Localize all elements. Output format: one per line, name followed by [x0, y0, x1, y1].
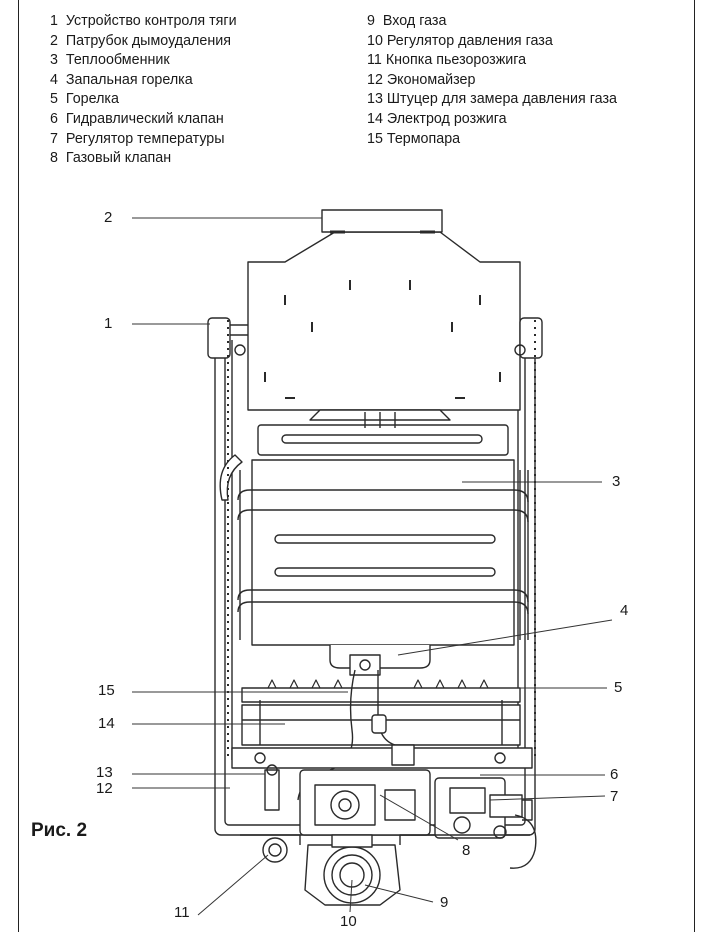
callout-14: 14	[98, 715, 115, 732]
draught-sensor	[207, 317, 543, 359]
legend-left: 1 Устройство контроля тяги 2 Патрубок ды…	[50, 12, 237, 169]
legend-item: 10 Регулятор давления газа	[367, 32, 553, 49]
leader-line-7	[489, 795, 606, 801]
bottom-frame	[240, 834, 530, 845]
gas-inlet	[304, 834, 401, 906]
water-pipes	[219, 320, 536, 760]
legend-item: 14 Электрод розжига	[367, 110, 507, 127]
heat-exchanger	[237, 459, 529, 646]
hydraulic-valve	[434, 777, 533, 839]
callout-13: 13	[96, 764, 113, 781]
legend-item: 11 Кнопка пьезорозжига	[367, 52, 527, 69]
legend-item: 2 Патрубок дымоудаления	[50, 32, 231, 49]
legend-item: 7 Регулятор температуры	[50, 130, 225, 147]
legend-item: 13 Штуцер для замера давления газа	[367, 91, 617, 108]
callout-8: 8	[462, 842, 471, 859]
callout-12: 12	[96, 780, 113, 797]
callout-10: 10	[340, 913, 357, 930]
callout-9: 9	[440, 894, 449, 911]
exchanger-collar	[257, 409, 509, 456]
leader-line-9	[364, 884, 434, 903]
leader-line-8	[379, 794, 459, 841]
economizer	[264, 764, 280, 811]
legend-item: 8 Газовый клапан	[50, 150, 172, 167]
legend-item: 1 Устройство контроля тяги	[50, 13, 237, 29]
pilot-burner	[329, 645, 431, 676]
leader-line-10	[349, 879, 353, 913]
legend-item: 9 Вход газа	[367, 13, 447, 29]
legend-right: 9 Вход газа 10 Регулятор давления газа 1…	[367, 12, 617, 149]
page-frame	[18, 0, 695, 932]
callout-2: 2	[104, 209, 113, 226]
legend-item: 3 Теплообменник	[50, 52, 170, 69]
legend-item: 4 Запальная горелка	[50, 71, 193, 88]
leader-line-11	[197, 854, 269, 916]
draught-hood	[247, 209, 521, 411]
figure-caption: Рис. 2	[31, 820, 88, 841]
callout-4: 4	[620, 602, 629, 619]
legend-item: 12 Экономайзер	[367, 71, 476, 88]
callout-7: 7	[610, 788, 619, 805]
legend-item: 15 Термопара	[367, 130, 461, 147]
water-outlet-pipe	[493, 814, 537, 869]
legend-item: 6 Гидравлический клапан	[50, 110, 224, 127]
callout-11: 11	[174, 904, 190, 921]
callout-1: 1	[104, 315, 113, 332]
burner-nozzles	[267, 679, 489, 689]
callout-3: 3	[612, 473, 621, 490]
callout-5: 5	[614, 679, 623, 696]
lower-bracket	[231, 744, 533, 769]
callout-6: 6	[610, 766, 619, 783]
callout-15: 15	[98, 682, 115, 699]
leader-line-4	[397, 619, 613, 656]
piezo-button	[262, 837, 288, 863]
gas-valve	[299, 769, 431, 836]
legend-item: 5 Горелка	[50, 91, 119, 108]
